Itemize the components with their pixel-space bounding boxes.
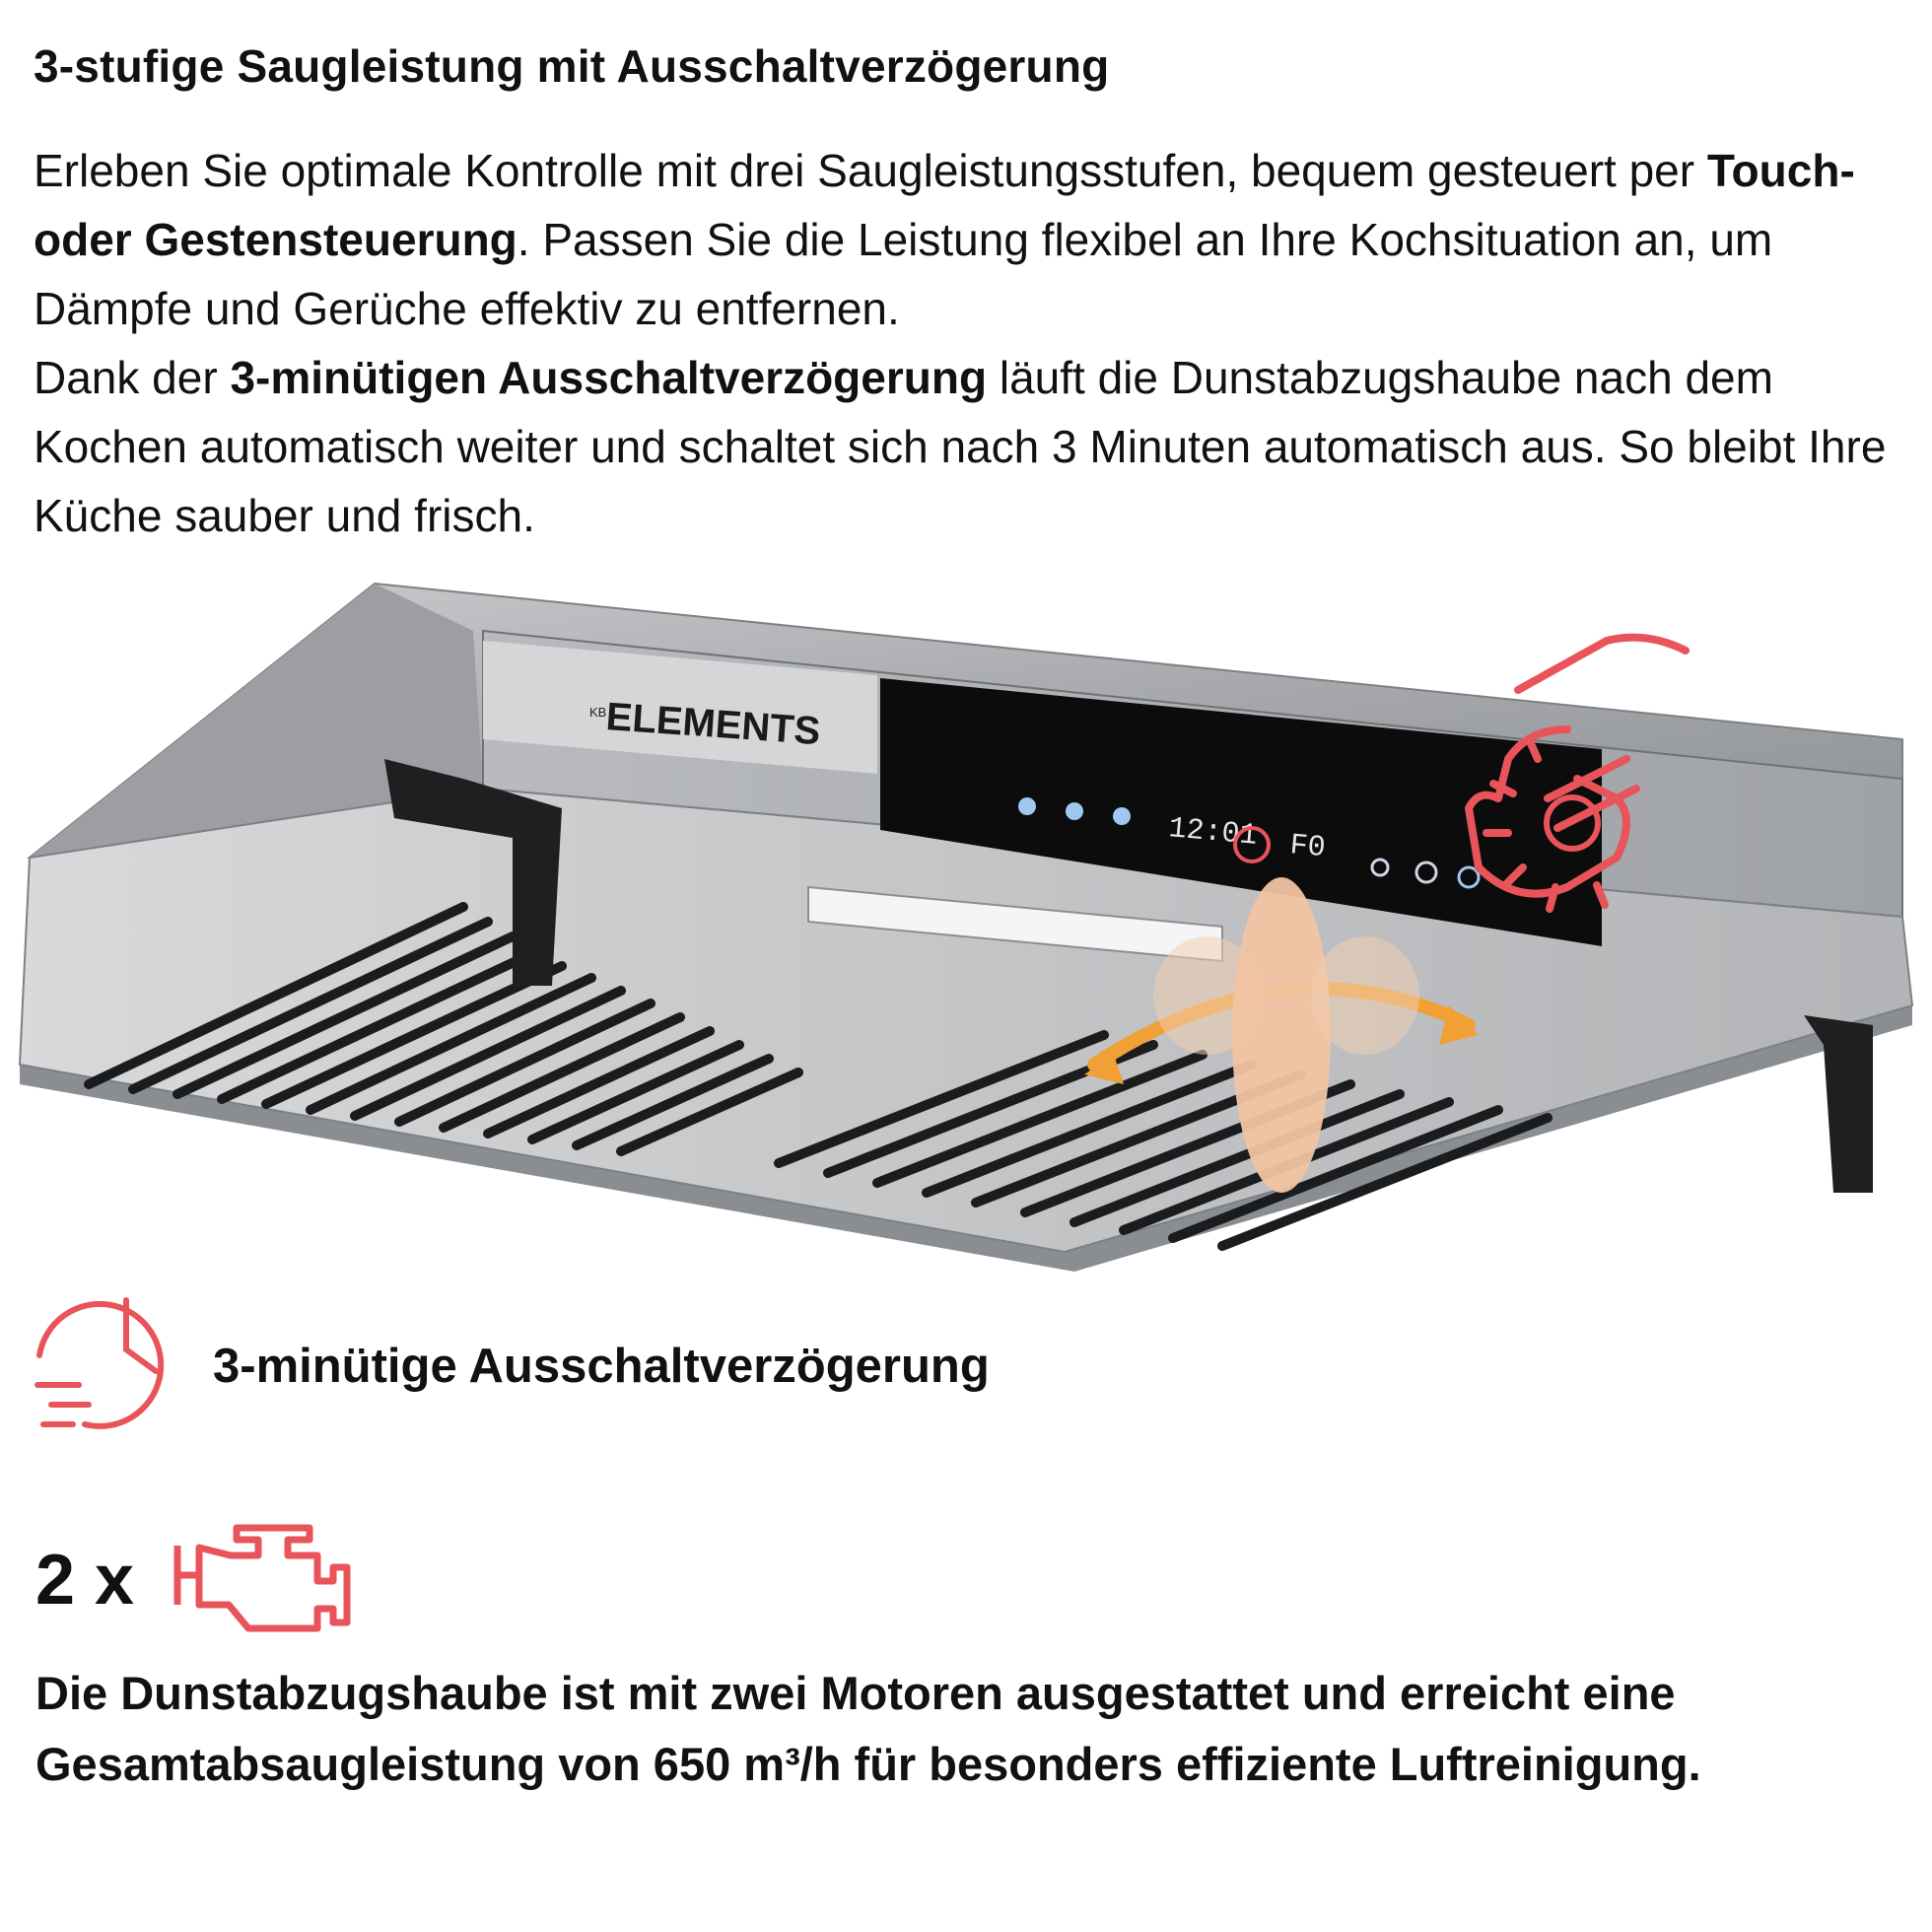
motor-count: 2 x <box>35 1541 135 1620</box>
intro-text: Erleben Sie optimale Kontrolle mit drei … <box>34 136 1906 550</box>
grease-filter-left <box>84 902 803 1156</box>
delay-feature-label: 3-minütige Ausschaltverzögerung <box>213 1340 990 1393</box>
touch-gesture-highlight: Touch- oder Gestensteuerung <box>34 145 1855 265</box>
engine-icon <box>173 1524 351 1632</box>
intro-p1-end: . Passen Sie die Leistung flexibel an Ih… <box>34 214 1773 334</box>
page-heading: 3-stufige Saugleistung mit Ausschaltverz… <box>34 40 1110 92</box>
intro-p2-end: läuft die Dunstabzugshaube nach dem Koch… <box>34 352 1887 541</box>
intro-p2-start: Dank der <box>34 352 231 403</box>
timer-icon <box>1414 861 1438 884</box>
brand-plate: KB ELEMENTS <box>483 641 877 774</box>
display-time: 12:01 <box>1167 812 1259 854</box>
light-icon <box>1370 858 1390 877</box>
mounting-brackets <box>384 759 1873 1193</box>
intro-paragraph-1: Erleben Sie optimale Kontrolle mit drei … <box>34 145 1855 334</box>
grease-filter-right <box>774 1030 1552 1251</box>
delay-feature <box>34 1297 165 1429</box>
intro-paragraph-2: Dank der 3-minütigen Ausschaltverzögerun… <box>34 352 1886 541</box>
display-code: F0 <box>1288 829 1327 865</box>
delay-highlight: 3-minütigen Ausschaltverzögerung <box>230 352 988 403</box>
control-panel: 12:01 F0 <box>880 678 1602 946</box>
range-hood-image: KB ELEMENTS 12:01 F0 <box>18 582 1914 1272</box>
fan-level-2-icon <box>1066 802 1083 820</box>
fan-level-3-icon <box>1113 807 1131 825</box>
touch-gesture-icon <box>1465 633 1690 913</box>
brand-small-text: KB <box>589 705 606 720</box>
fast-clock-icon <box>34 1297 165 1429</box>
motor-description: Die Dunstabzugshaube ist mit zwei Motore… <box>35 1667 1701 1790</box>
gesture-control-icon <box>1084 877 1479 1193</box>
intro-p1-start: Erleben Sie optimale Kontrolle mit drei … <box>34 145 1707 196</box>
power-ring-icon <box>1233 826 1271 863</box>
power-icon <box>1457 865 1481 889</box>
fan-level-1-icon <box>1018 797 1036 815</box>
